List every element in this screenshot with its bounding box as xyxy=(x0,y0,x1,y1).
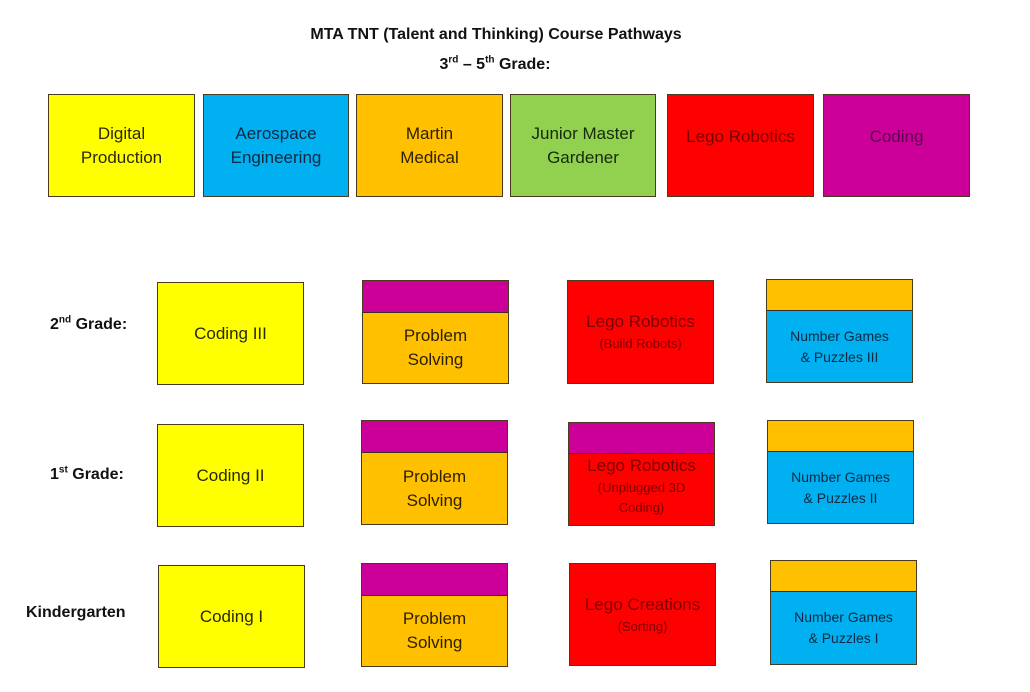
course-lego-creations-sorting: Lego Creations (Sorting) xyxy=(569,563,716,666)
course-number-games-puzzles-i: Number Games & Puzzles I xyxy=(770,560,917,665)
course-label: Solving xyxy=(407,350,464,369)
grade-number: 2 xyxy=(50,316,59,333)
course-label: Engineering xyxy=(230,147,322,167)
course-sublabel: (Build Robots) xyxy=(599,336,682,351)
page-title: MTA TNT (Talent and Thinking) Course Pat… xyxy=(310,26,682,43)
course-label: Lego Creations xyxy=(584,594,701,614)
grade-number: 1 xyxy=(50,466,59,483)
subtitle-number-5: – 5 xyxy=(458,56,486,73)
course-label: Martin xyxy=(405,123,454,143)
course-label: & Puzzles I xyxy=(808,630,879,646)
subtitle-number-3: 3 xyxy=(439,56,449,73)
grade-label-kindergarten: Kindergarten xyxy=(26,604,126,621)
course-label: Number Games xyxy=(791,468,890,485)
course-label: Solving xyxy=(406,490,463,510)
course-lego-robotics-build-robots: Lego Robotics (Build Robots) xyxy=(567,280,714,384)
grade-label-2nd: 2nd Grade: xyxy=(50,314,128,334)
course-coding: Coding xyxy=(823,94,970,197)
course-sublabel: Coding) xyxy=(618,500,665,515)
course-label: Coding II xyxy=(196,465,265,485)
grade-label-1st: 1st Grade: xyxy=(50,464,124,484)
course-label: Medical xyxy=(400,147,459,167)
course-label: Lego Robotics xyxy=(586,312,695,331)
course-label: Lego Robotics xyxy=(686,127,795,146)
medical-pathway-band xyxy=(771,561,916,592)
course-label: Digital xyxy=(97,123,146,143)
course-coding-ii: Coding II xyxy=(157,424,304,527)
course-label: Production xyxy=(80,147,163,167)
course-label: Problem xyxy=(402,466,467,486)
course-label: Coding I xyxy=(199,606,264,626)
subtitle-grade-word: Grade: xyxy=(494,56,551,73)
course-label: Number Games xyxy=(790,327,889,344)
course-number-games-puzzles-iii: Number Games & Puzzles III xyxy=(766,279,913,383)
course-lego-robotics: Lego Robotics xyxy=(667,94,814,197)
grade-suffix: st xyxy=(58,464,68,476)
medical-pathway-band xyxy=(767,280,912,311)
course-label: Problem xyxy=(402,609,467,628)
section-heading-3rd-5th-grade: 3rd – 5th Grade: xyxy=(0,54,990,74)
grade-suffix: nd xyxy=(58,314,72,326)
course-coding-i: Coding I xyxy=(158,565,305,668)
grade-word: Grade: xyxy=(71,316,128,333)
course-label: Coding III xyxy=(194,323,267,343)
course-label: Gardener xyxy=(547,147,619,167)
course-label: Coding xyxy=(869,127,924,146)
course-coding-iii: Coding III xyxy=(157,282,304,385)
medical-pathway-band xyxy=(768,421,913,452)
coding-pathway-band xyxy=(362,564,507,596)
course-label: Number Games xyxy=(794,609,893,625)
course-number-games-puzzles-ii: Number Games & Puzzles II xyxy=(767,420,914,524)
course-label: Solving xyxy=(406,633,463,652)
course-label: Lego Robotics xyxy=(587,456,696,475)
course-lego-robotics-unplugged-3d-coding: Lego Robotics (Unplugged 3D Coding) xyxy=(568,422,715,526)
course-label: Junior Master xyxy=(531,123,635,143)
subtitle-suffix-th: th xyxy=(485,54,495,66)
course-sublabel: (Unplugged 3D xyxy=(597,480,686,495)
coding-pathway-band xyxy=(363,281,508,313)
course-label: Problem xyxy=(403,326,468,345)
course-label: Aerospace xyxy=(235,123,317,143)
grade-word: Grade: xyxy=(67,466,124,483)
course-label: & Puzzles II xyxy=(803,489,878,506)
coding-pathway-band xyxy=(569,423,714,454)
course-label: & Puzzles III xyxy=(800,348,879,365)
subtitle-suffix-rd: rd xyxy=(448,54,459,66)
coding-pathway-band xyxy=(362,421,507,453)
course-sublabel: (Sorting) xyxy=(617,618,668,634)
